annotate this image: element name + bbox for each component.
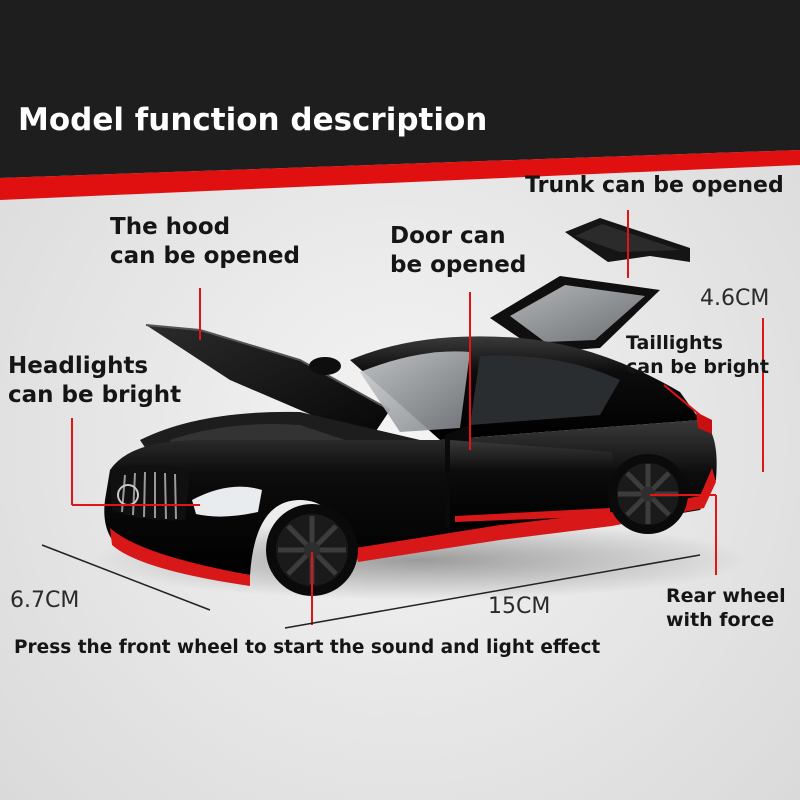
side-mirror <box>309 357 341 375</box>
page-title: Model function description <box>18 102 488 138</box>
width-dimension-line <box>41 544 211 611</box>
door-callout: Door can be opened <box>390 222 526 280</box>
rear-wheel-callout-line1: Rear wheel <box>666 585 786 607</box>
headlight <box>192 486 262 517</box>
rear-wheel <box>608 454 688 534</box>
width-dimension: 6.7CM <box>10 588 80 613</box>
car-body <box>104 336 717 586</box>
side-red-stripe <box>355 468 716 562</box>
taillights-callout-line1: Taillights <box>626 332 723 354</box>
front-red-splitter <box>110 528 250 586</box>
callout-leaders <box>71 210 764 625</box>
dimension-lines <box>41 544 701 629</box>
rear-wheel-callout: Rear wheel with force <box>666 585 786 633</box>
title-banner <box>0 0 800 178</box>
rear-wheel-callout-line2: with force <box>666 608 775 631</box>
footer-note: Press the front wheel to start the sound… <box>14 637 601 658</box>
length-dimension-line <box>284 554 701 629</box>
rear-hatch-open <box>490 276 660 352</box>
hood-callout-line1: The hood <box>110 214 231 240</box>
hood-callout-line2: can be opened <box>110 242 300 269</box>
headlights-callout-line1: Headlights <box>8 353 149 379</box>
taillight-leader <box>663 384 701 416</box>
height-dimension: 4.6CM <box>700 286 770 311</box>
headlights-callout-line2: can be bright <box>8 381 182 408</box>
door-callout-line2: be opened <box>390 251 527 278</box>
trunk-callout-text: Trunk can be opened <box>525 173 784 198</box>
hood-callout: The hood can be opened <box>110 213 300 271</box>
trunk-callout: Trunk can be opened <box>525 172 784 200</box>
taillights-callout: Taillights can be bright <box>626 332 769 380</box>
headlights-callout: Headlights can be bright <box>8 352 181 410</box>
door-callout-line1: Door can <box>390 223 506 249</box>
hood-open <box>145 324 391 440</box>
length-dimension: 15CM <box>488 594 551 619</box>
taillights-callout-line2: can be bright <box>626 355 770 378</box>
banner-red-accent <box>0 150 800 200</box>
taillight <box>696 412 712 434</box>
